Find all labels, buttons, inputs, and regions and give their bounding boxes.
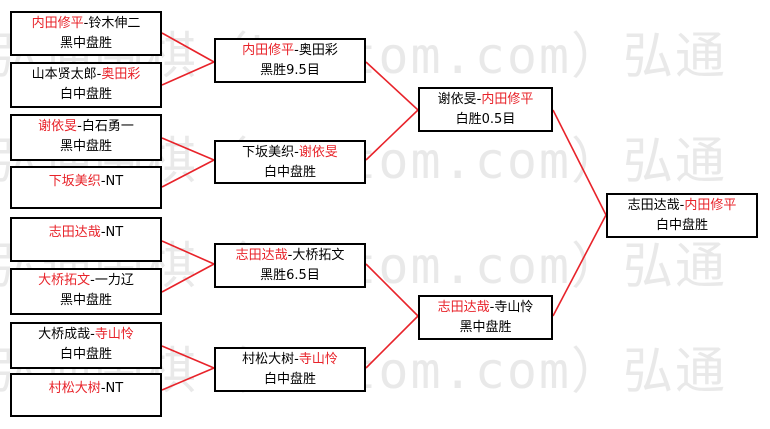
match-box: 村松大树-NT bbox=[10, 373, 162, 417]
player-name: 大桥拓文 bbox=[38, 273, 91, 288]
match-box: 内田修平-铃木伸二 黑中盘胜 bbox=[10, 11, 162, 56]
player-name: 寺山怜 bbox=[94, 327, 134, 342]
player-name: 寺山怜 bbox=[298, 352, 338, 367]
player-name: 谢依旻 bbox=[298, 145, 338, 160]
match-result: 白中盘胜 bbox=[263, 165, 316, 180]
match-box: 村松大树-寺山怜 白中盘胜 bbox=[214, 347, 366, 392]
bracket-line bbox=[365, 263, 419, 317]
match-box: 内田修平-奥田彩 黑胜9.5目 bbox=[214, 38, 366, 83]
player-name: NT bbox=[105, 174, 124, 189]
match-result: 黑中盘胜 bbox=[59, 293, 112, 308]
bracket-line bbox=[161, 367, 215, 391]
player-name: 下坂美织 bbox=[242, 145, 295, 160]
match-result: 白中盘胜 bbox=[263, 372, 316, 387]
player-name: 村松大树 bbox=[48, 381, 101, 396]
match-result: 白中盘胜 bbox=[59, 87, 112, 102]
player-name: 大桥成哉 bbox=[38, 327, 91, 342]
player-name: 奥田彩 bbox=[298, 43, 338, 58]
bracket-line bbox=[161, 263, 215, 293]
player-name: 山本贤太郎 bbox=[31, 67, 97, 82]
match-box: 大桥成哉-寺山怜 白中盘胜 bbox=[10, 322, 162, 369]
bracket-line bbox=[365, 61, 419, 111]
match-result: 黑胜9.5目 bbox=[260, 63, 320, 78]
player-name: 志田达哉 bbox=[627, 198, 680, 213]
player-name: NT bbox=[105, 381, 124, 396]
match-box: 山本贤太郎-奥田彩 白中盘胜 bbox=[10, 62, 162, 108]
match-box: 大桥拓文-一力辽 黑中盘胜 bbox=[10, 268, 162, 315]
match-result: 黑中盘胜 bbox=[59, 139, 112, 154]
player-name: 志田达哉 bbox=[235, 248, 288, 263]
match-result: 黑中盘胜 bbox=[59, 36, 112, 51]
player-name: 大桥拓文 bbox=[292, 248, 345, 263]
match-box: 志田达哉-寺山怜 黑中盘胜 bbox=[418, 295, 553, 340]
match-result: 白中盘胜 bbox=[59, 347, 112, 362]
bracket-line bbox=[552, 214, 607, 317]
match-result: 黑胜6.5目 bbox=[260, 268, 320, 283]
player-name: 谢依旻 bbox=[38, 119, 78, 134]
match-result: 白中盘胜 bbox=[655, 218, 708, 233]
match-box: 谢依旻-白石勇一 黑中盘胜 bbox=[10, 114, 162, 161]
player-name: 一力辽 bbox=[94, 273, 134, 288]
match-box: 下坂美织-谢依旻 白中盘胜 bbox=[214, 140, 366, 184]
match-box: 志田达哉-NT bbox=[10, 217, 162, 262]
player-name: 奥田彩 bbox=[101, 67, 141, 82]
player-name: 内田修平 bbox=[242, 43, 295, 58]
player-name: 下坂美织 bbox=[48, 174, 101, 189]
bracket-line bbox=[161, 240, 215, 265]
match-box-final: 志田达哉-内田修平 白中盘胜 bbox=[606, 193, 758, 238]
player-name: 志田达哉 bbox=[437, 300, 490, 315]
player-name: 铃木伸二 bbox=[88, 16, 141, 31]
bracket-line bbox=[161, 345, 215, 369]
match-result: 黑中盘胜 bbox=[459, 320, 512, 335]
bracket-line bbox=[161, 61, 215, 86]
player-name: 谢依旻 bbox=[437, 92, 477, 107]
bracket-line bbox=[161, 137, 215, 161]
match-box: 谢依旻-内田修平 白胜0.5目 bbox=[418, 87, 553, 132]
player-name: 寺山怜 bbox=[494, 300, 534, 315]
bracket-line bbox=[365, 109, 419, 161]
player-name: 志田达哉 bbox=[48, 225, 101, 240]
bracket-line bbox=[161, 32, 215, 63]
player-name: 内田修平 bbox=[481, 92, 534, 107]
match-box: 志田达哉-大桥拓文 黑胜6.5目 bbox=[214, 243, 366, 288]
bracket-line bbox=[161, 159, 215, 188]
bracket-line bbox=[552, 109, 607, 216]
match-box: 下坂美织-NT bbox=[10, 166, 162, 209]
player-name: 白石勇一 bbox=[81, 119, 134, 134]
bracket-line bbox=[365, 315, 419, 369]
player-name: NT bbox=[105, 225, 124, 240]
player-name: 村松大树 bbox=[242, 352, 295, 367]
player-name: 内田修平 bbox=[31, 16, 84, 31]
player-name: 内田修平 bbox=[684, 198, 737, 213]
match-result: 白胜0.5目 bbox=[455, 112, 516, 127]
